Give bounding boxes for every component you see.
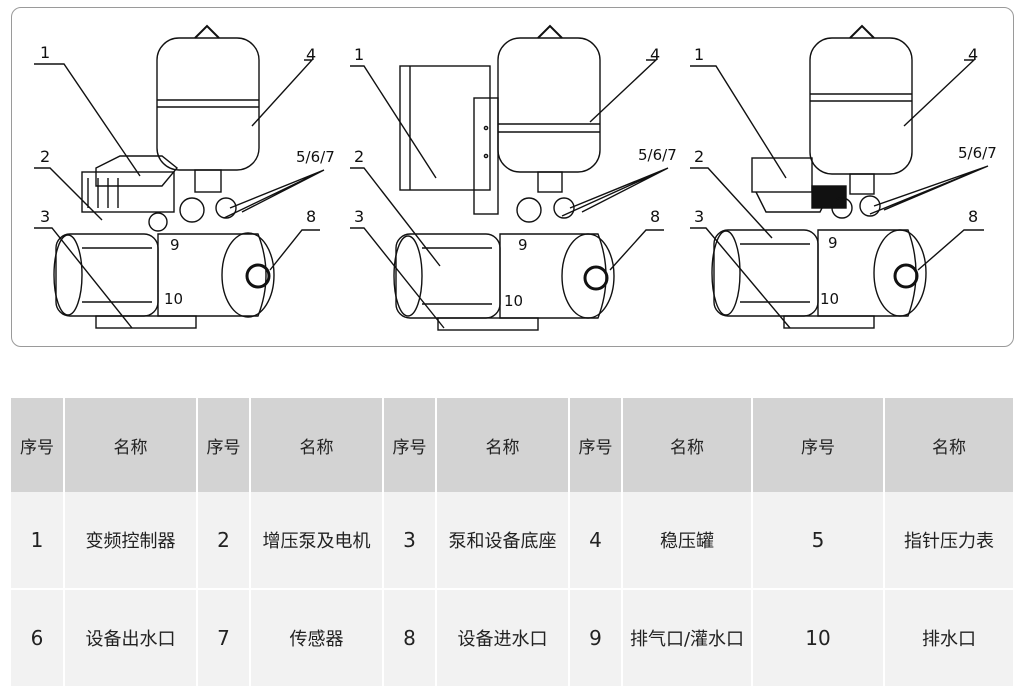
part-name: 排气口/灌水口: [622, 589, 753, 686]
callout-label: 5/6/7: [638, 146, 677, 164]
callout-label: 2: [694, 147, 704, 166]
part-name: 增压泵及电机: [250, 492, 384, 590]
part-name: 稳压罐: [622, 492, 753, 590]
pump-diagrams: 1 2 3 4 5/6/7 8 9 10: [34, 24, 997, 331]
part-number: 6: [11, 589, 65, 686]
table-row: 6 设备出水口 7 传感器 8 设备进水口 9 排气口/灌水口 10 排水口: [11, 589, 1015, 686]
callout-label: 1: [354, 45, 364, 64]
header-no: 序号: [383, 398, 437, 492]
callout-label: 9: [518, 236, 528, 254]
callout-label: 3: [40, 207, 50, 226]
table-header-row: 序号 名称 序号 名称 序号 名称 序号 名称 序号 名称: [11, 398, 1015, 492]
part-name: 传感器: [250, 589, 384, 686]
callout-label: 9: [170, 236, 180, 254]
header-name: 名称: [436, 398, 570, 492]
callout-label: 2: [354, 147, 364, 166]
callout-label: 10: [504, 292, 523, 310]
callout-label: 8: [968, 207, 978, 226]
part-number: 7: [197, 589, 251, 686]
callout-label: 8: [306, 207, 316, 226]
callout-label: 2: [40, 147, 50, 166]
pump-diagram-panel: 1 2 3 4 5/6/7 8 9 10: [11, 7, 1014, 347]
callout-label: 1: [694, 45, 704, 64]
callout-label: 3: [694, 207, 704, 226]
header-no: 序号: [752, 398, 885, 492]
part-number: 8: [383, 589, 437, 686]
pump-unit-b: 1 2 3 4 5/6/7 8 9 10: [350, 24, 677, 331]
part-name: 指针压力表: [884, 492, 1015, 590]
part-number: 4: [569, 492, 623, 590]
callout-label: 10: [820, 290, 839, 308]
callout-label: 5/6/7: [958, 144, 997, 162]
header-name: 名称: [64, 398, 198, 492]
header-name: 名称: [884, 398, 1015, 492]
part-name: 排水口: [884, 589, 1015, 686]
part-number: 1: [11, 492, 65, 590]
part-name: 设备进水口: [436, 589, 570, 686]
callout-label: 4: [650, 45, 660, 64]
part-number: 5: [752, 492, 885, 590]
part-number: 10: [752, 589, 885, 686]
header-name: 名称: [250, 398, 384, 492]
callout-label: 1: [40, 43, 50, 62]
callout-label: 4: [968, 45, 978, 64]
callout-label: 10: [164, 290, 183, 308]
part-name: 设备出水口: [64, 589, 198, 686]
part-name: 变频控制器: [64, 492, 198, 590]
header-no: 序号: [197, 398, 251, 492]
callout-label: 9: [828, 234, 838, 252]
part-number: 3: [383, 492, 437, 590]
callout-label: 5/6/7: [296, 148, 335, 166]
header-name: 名称: [622, 398, 753, 492]
header-no: 序号: [11, 398, 65, 492]
table-row: 1 变频控制器 2 增压泵及电机 3 泵和设备底座 4 稳压罐 5 指针压力表: [11, 492, 1015, 590]
parts-table: 序号 名称 序号 名称 序号 名称 序号 名称 序号 名称 1 变频控制器 2 …: [11, 398, 1015, 686]
part-number: 9: [569, 589, 623, 686]
pump-unit-a: 1 2 3 4 5/6/7 8 9 10: [34, 24, 335, 329]
part-name: 泵和设备底座: [436, 492, 570, 590]
callout-label: 4: [306, 45, 316, 64]
callout-label: 8: [650, 207, 660, 226]
part-number: 2: [197, 492, 251, 590]
pump-unit-c: 1 2 3 4 5/6/7 8 9 10: [690, 24, 997, 329]
callout-label: 3: [354, 207, 364, 226]
header-no: 序号: [569, 398, 623, 492]
